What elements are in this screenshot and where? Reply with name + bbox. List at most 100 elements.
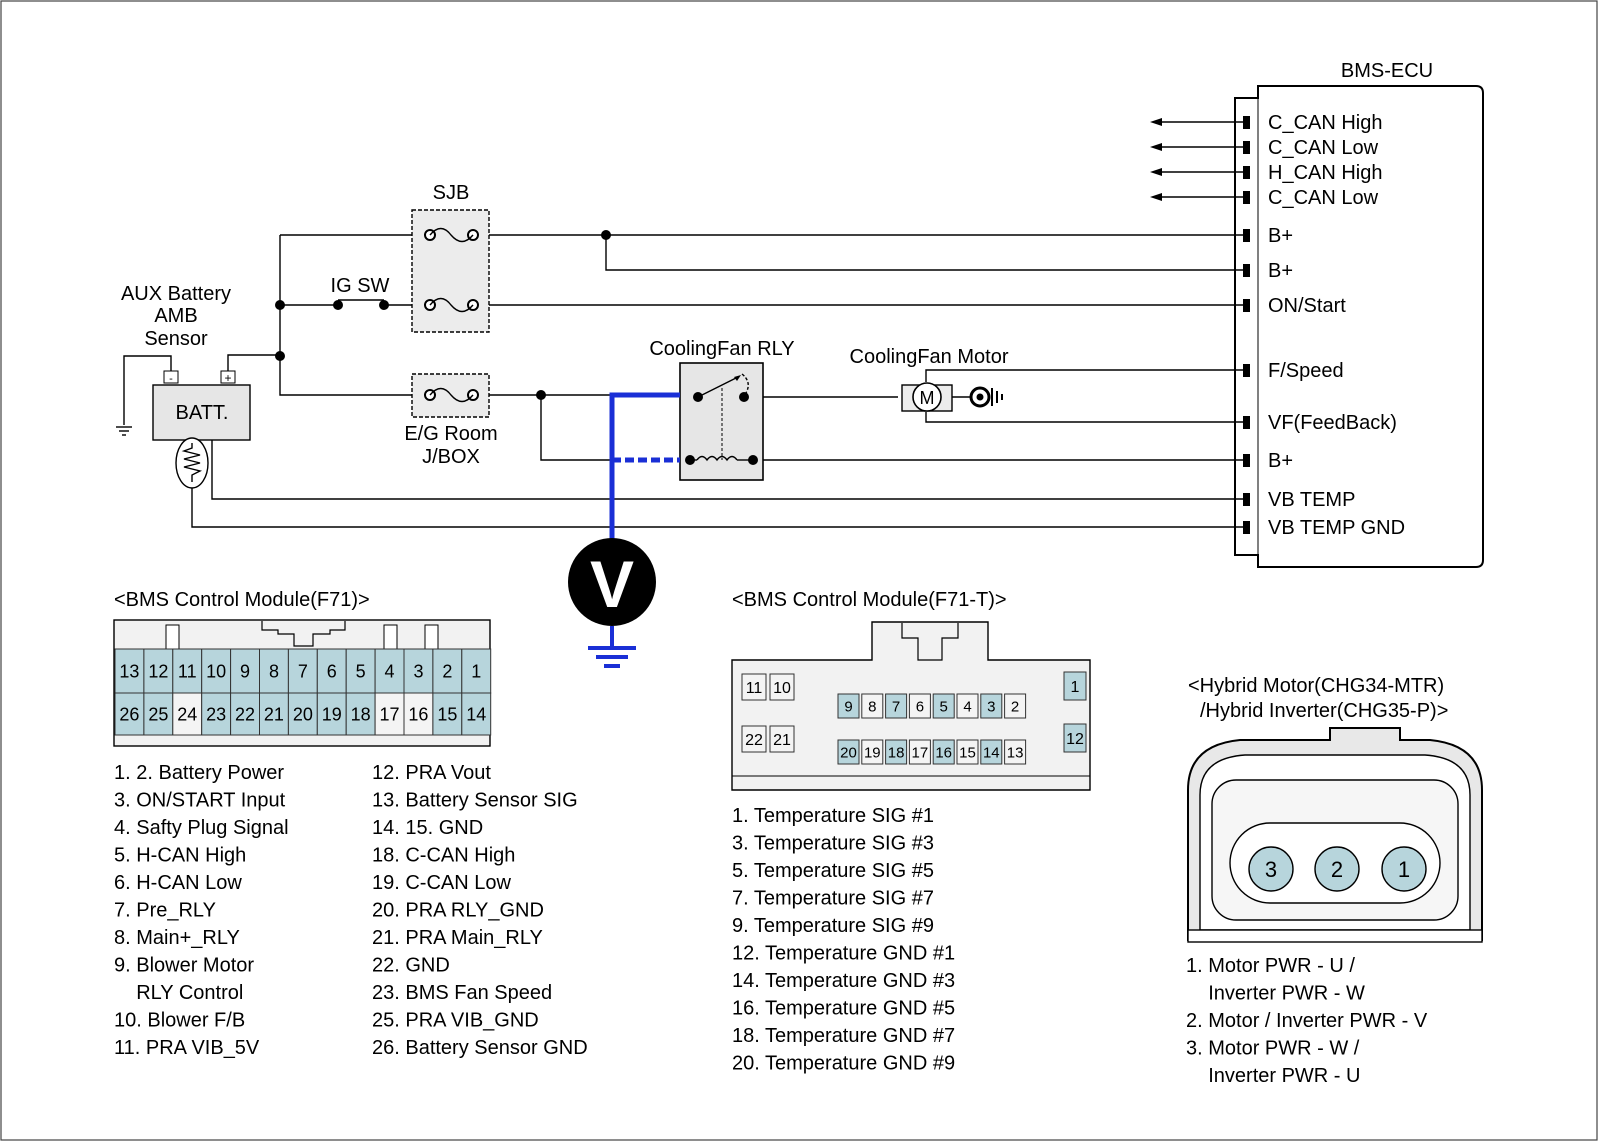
pin-number: 1 xyxy=(1071,679,1080,696)
pin-cell: 16 xyxy=(932,739,955,765)
pin-number: 18 xyxy=(888,744,905,761)
f71t-legend-item: 12. Temperature GND #1 xyxy=(732,943,955,965)
pin-number: 22 xyxy=(745,732,763,749)
pin-cell: 4 xyxy=(956,693,979,719)
ecu-pin-terminal xyxy=(1243,521,1250,534)
hybrid-legend-item: 3. Motor PWR - W / xyxy=(1186,1038,1360,1060)
pin-number: 20 xyxy=(840,744,857,761)
pin-number: 22 xyxy=(235,704,255,724)
can-bus-arrows xyxy=(1150,118,1245,201)
hybrid-legend: 1. Motor PWR - U / Inverter PWR - W2. Mo… xyxy=(1186,955,1428,1087)
pin-cell: 7 xyxy=(287,648,318,694)
ecu-pin-terminal xyxy=(1243,416,1250,429)
pin-cell: 10 xyxy=(201,648,232,694)
pin-number: 14 xyxy=(983,744,1000,761)
ecu-pin-label: VF(FeedBack) xyxy=(1268,412,1397,434)
pin-number: 16 xyxy=(408,704,428,724)
pin-number: 23 xyxy=(206,704,226,724)
ecu-pin-label: B+ xyxy=(1268,225,1293,247)
pin-cell: 22 xyxy=(230,692,261,736)
pin-cell: 15 xyxy=(432,692,463,736)
f71-legend-item: 6. H-CAN Low xyxy=(114,872,242,894)
f71-legend-item: 1. 2. Battery Power xyxy=(114,762,284,784)
pin-number: 3 xyxy=(987,698,995,715)
pin-number: 2 xyxy=(1011,698,1019,715)
hybrid-pin: 1 xyxy=(1381,846,1427,892)
f71t-legend-item: 14. Temperature GND #3 xyxy=(732,970,955,992)
f71t-legend-item: 1. Temperature SIG #1 xyxy=(732,805,934,827)
ecu-body xyxy=(1234,85,1484,568)
f71-legend-item: 11. PRA VIB_5V xyxy=(114,1037,260,1059)
ecu-pin-terminal xyxy=(1243,191,1250,204)
ecu-pin-label: C_CAN Low xyxy=(1268,137,1379,159)
hybrid-legend-item: 1. Motor PWR - U / xyxy=(1186,955,1355,977)
f71-title: <BMS Control Module(F71)> xyxy=(114,589,370,611)
ecu-pin-terminal xyxy=(1243,229,1250,242)
arrow-left-icon xyxy=(1150,193,1162,201)
cooling-fan-motor: CoolingFan Motor M xyxy=(850,346,1009,412)
ecu-pin-label: VB TEMP GND xyxy=(1268,517,1405,539)
f71-legend-item: 10. Blower F/B xyxy=(114,1010,245,1032)
pin-cell: 8 xyxy=(259,648,289,694)
pin-number: 14 xyxy=(466,704,486,724)
pin-cell: 5 xyxy=(345,648,376,694)
pin-cell: 15 xyxy=(956,739,979,765)
pin-cell: 10 xyxy=(769,673,795,701)
f71t-legend-item: 3. Temperature SIG #3 xyxy=(732,833,934,855)
pin-number: 11 xyxy=(178,661,197,681)
batt-label: BATT. xyxy=(176,402,229,424)
voltmeter: V xyxy=(568,392,680,668)
f71-legend-item: 5. H-CAN High xyxy=(114,845,246,867)
f71-legend-left: 1. 2. Battery Power 3. ON/START Input 4. S… xyxy=(114,762,289,1059)
pin-number: 6 xyxy=(916,698,924,715)
pin-cell: 23 xyxy=(201,692,232,736)
pin-number: 15 xyxy=(437,704,457,724)
ecu-pin-label: C_CAN High xyxy=(1268,112,1382,134)
ecu-pin-label: B+ xyxy=(1268,450,1293,472)
pin-number: 10 xyxy=(773,680,791,697)
pin-number: 16 xyxy=(935,744,952,761)
f71-legend-item: 22. GND xyxy=(372,955,450,977)
pin-cell: 13 xyxy=(1004,739,1027,765)
pin-number: 8 xyxy=(269,661,279,681)
pin-cell: 6 xyxy=(908,693,931,719)
pin-number: 19 xyxy=(322,704,342,724)
pin-cell: 11 xyxy=(741,673,767,701)
f71-legend-item: 26. Battery Sensor GND xyxy=(372,1037,588,1059)
aux-sensor-label-1: AUX Battery xyxy=(121,283,231,305)
pin-cell: 9 xyxy=(230,648,261,694)
f71t-legend-item: 16. Temperature GND #5 xyxy=(732,998,955,1020)
batt-plus: + xyxy=(224,371,231,385)
ecu-pin-label: C_CAN Low xyxy=(1268,187,1379,209)
pin-cell: 13 xyxy=(114,648,145,694)
pin-number: 7 xyxy=(892,698,900,715)
f71t-title: <BMS Control Module(F71-T)> xyxy=(732,589,1007,611)
pin-cell: 5 xyxy=(932,693,955,719)
pin-number: 1 xyxy=(471,661,481,681)
fuse-icon xyxy=(429,387,474,403)
f71-legend-item: 14. 15. GND xyxy=(372,817,483,839)
ecu-pin-label: ON/Start xyxy=(1268,295,1346,317)
motor-icon xyxy=(912,382,942,412)
f71-legend-item: 4. Safty Plug Signal xyxy=(114,817,289,839)
f71-legend-item: 7. Pre_RLY xyxy=(114,900,216,922)
pin-number: 18 xyxy=(351,704,371,724)
eg-room-label-1: E/G Room xyxy=(404,423,497,445)
f71-legend-item: 25. PRA VIB_GND xyxy=(372,1010,539,1032)
pin-number: 24 xyxy=(177,704,197,724)
pin-cell: 3 xyxy=(403,648,434,694)
pin-number: 3 xyxy=(1265,857,1277,882)
hybrid-legend-item: 2. Motor / Inverter PWR - V xyxy=(1186,1010,1428,1032)
f71t-legend: 1. Temperature SIG #1 3. Temperature SIG … xyxy=(732,805,955,1075)
pin-cell: 6 xyxy=(316,648,347,694)
pin-number: 12 xyxy=(1066,731,1084,748)
f71-legend-item: 3. ON/START Input xyxy=(114,790,286,812)
sjb-box xyxy=(411,209,490,333)
pin-number: 7 xyxy=(298,661,308,681)
hybrid-legend-item: Inverter PWR - U xyxy=(1186,1065,1360,1087)
hybrid-connector: <Hybrid Motor(CHG34-MTR) /Hybrid Inverte… xyxy=(1187,675,1483,943)
